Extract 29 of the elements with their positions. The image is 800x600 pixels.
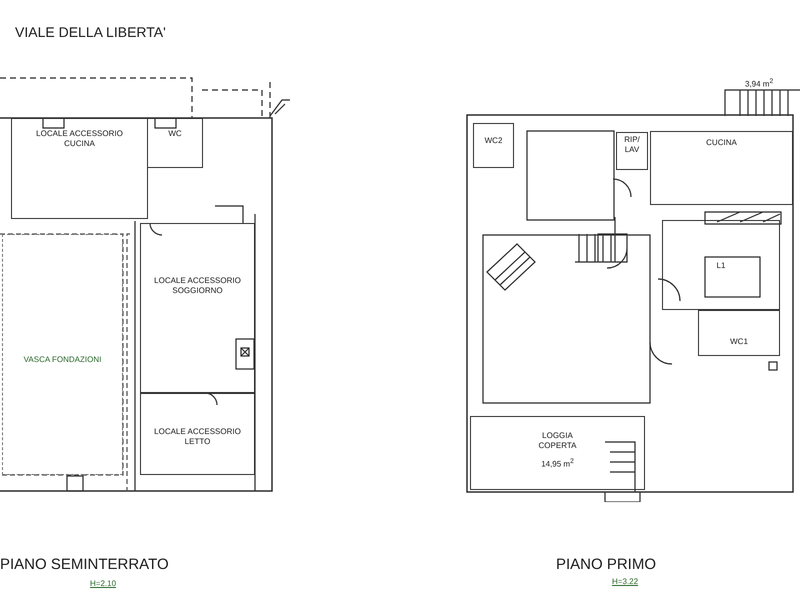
- height-label: H=2.10: [90, 579, 116, 588]
- area-label: 14,95 m$^{2}$: [541, 457, 574, 470]
- room-label: LOCALE ACCESSORIO LETTO: [153, 427, 242, 447]
- room-label: LOCALE ACCESSORIO CUCINA: [35, 129, 124, 149]
- room-label: VASCA FONDAZIONI: [24, 355, 102, 365]
- room-label: L1: [716, 261, 726, 271]
- area-label: 3,94 m$^{2}$: [745, 78, 774, 89]
- room: [470, 416, 645, 490]
- height-label: H=3.22: [612, 577, 638, 586]
- room: [650, 131, 793, 205]
- floor-title: PIANO SEMINTERRATO: [0, 556, 169, 573]
- foundation-area: [2, 234, 123, 475]
- room: [140, 223, 255, 393]
- room: [140, 393, 255, 475]
- room-label: CUCINA: [706, 138, 737, 148]
- room-label: WC: [168, 129, 182, 139]
- room: [698, 310, 780, 356]
- room-label: WC2: [484, 136, 502, 146]
- room: [147, 118, 203, 168]
- room-label: LOCALE ACCESSORIO SOGGIORNO: [153, 276, 242, 296]
- street-name-title: VIALE DELLA LIBERTA': [15, 24, 166, 40]
- room: [616, 132, 648, 170]
- room: [11, 118, 148, 219]
- room-label: LOGGIA COPERTA: [538, 431, 578, 451]
- floor-title: PIANO PRIMO: [556, 556, 656, 573]
- room-label: WC1: [730, 337, 748, 347]
- room: [662, 220, 780, 310]
- room-label: RIP/ LAV: [623, 135, 641, 155]
- room: [473, 123, 514, 168]
